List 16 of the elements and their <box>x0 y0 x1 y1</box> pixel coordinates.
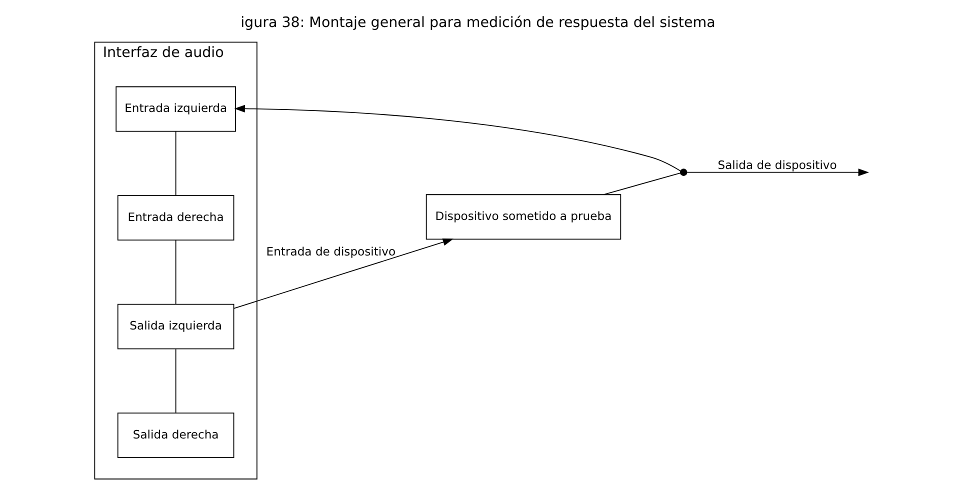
node-box: Dispositivo sometido a prueba <box>425 194 621 240</box>
diagram-title: igura 38: Montaje general para medición de respuesta del sistema <box>240 14 715 31</box>
arrow <box>686 168 869 176</box>
node-box: Entrada izquierda <box>115 86 236 132</box>
edge-label: Salida de dispositivo <box>717 158 836 172</box>
node-box: Entrada derecha <box>116 195 234 241</box>
node-box: Salida izquierda <box>116 304 234 350</box>
node-box: Salida derecha <box>116 412 234 458</box>
arrow <box>232 238 454 309</box>
connector <box>174 348 176 414</box>
node-circle <box>679 168 687 176</box>
arrow <box>234 104 680 172</box>
connector <box>174 131 176 196</box>
connector <box>174 240 176 304</box>
edge-label: Entrada de dispositivo <box>266 244 396 259</box>
connector <box>602 172 680 195</box>
